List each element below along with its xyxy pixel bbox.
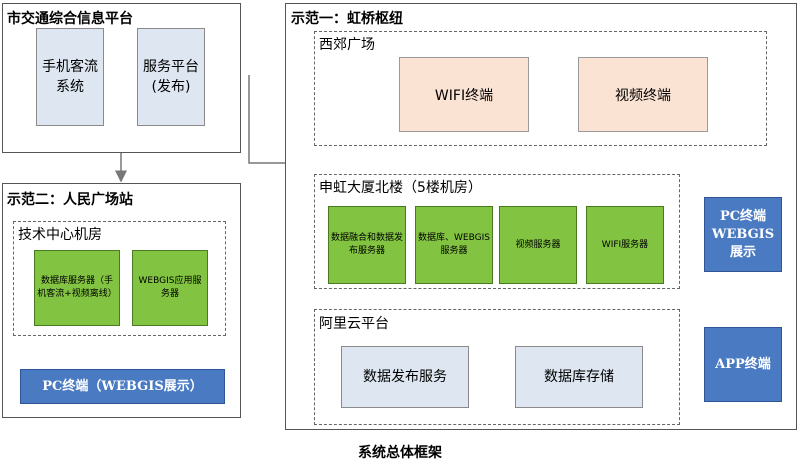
shenhong-building-title: 申虹大厦北楼（5楼机房） xyxy=(319,180,482,196)
mobile-passenger-flow-box: 手机客流系统 xyxy=(36,28,104,126)
aliyun-cloud-group: 阿里云平台 数据发布服务 数据库存储 xyxy=(314,309,680,425)
tech-center-room: 技术中心机房 数据库服务器（手机客流+视频离线） WEBGIS应用服务器 xyxy=(13,221,226,336)
demo1-pc-terminal: PC终端WEBGIS展示 xyxy=(704,197,782,272)
database-storage-box: 数据库存储 xyxy=(515,346,643,408)
shenhong-building-group: 申虹大厦北楼（5楼机房） 数据融合和数据发布服务器 数据库、WEBGIS服务器 … xyxy=(314,174,680,289)
demo1-title: 示范一：虹桥枢纽 xyxy=(291,11,403,27)
tech-center-room-title: 技术中心机房 xyxy=(18,227,102,243)
database-webgis-server-box: 数据库、WEBGIS服务器 xyxy=(415,206,493,284)
west-plaza-title: 西郊广场 xyxy=(319,37,375,53)
city-platform-panel: 市交通综合信息平台 手机客流系统 服务平台(发布) xyxy=(2,3,241,153)
wifi-server-box: WIFI服务器 xyxy=(586,206,664,284)
west-plaza-group: 西郊广场 WIFI终端 视频终端 xyxy=(314,31,767,146)
database-server-box: 数据库服务器（手机客流+视频离线） xyxy=(34,250,120,326)
diagram-caption: 系统总体框架 xyxy=(358,445,442,461)
video-terminal-box: 视频终端 xyxy=(578,57,708,132)
data-fusion-server-box: 数据融合和数据发布服务器 xyxy=(328,206,406,284)
service-platform-box: 服务平台(发布) xyxy=(137,28,205,126)
demo2-panel: 示范二：人民广场站 技术中心机房 数据库服务器（手机客流+视频离线） WEBGI… xyxy=(2,183,241,418)
demo2-title: 示范二：人民广场站 xyxy=(7,192,133,208)
demo2-pc-terminal: PC终端（WEBGIS展示） xyxy=(20,369,225,404)
webgis-app-server-box: WEBGIS应用服务器 xyxy=(132,250,208,326)
data-publish-service-box: 数据发布服务 xyxy=(341,346,469,408)
video-server-box: 视频服务器 xyxy=(499,206,577,284)
aliyun-cloud-title: 阿里云平台 xyxy=(319,316,389,332)
wifi-terminal-box: WIFI终端 xyxy=(399,57,529,132)
demo1-panel: 示范一：虹桥枢纽 西郊广场 WIFI终端 视频终端 申虹大厦北楼（5楼机房） 数… xyxy=(285,3,797,430)
city-platform-title: 市交通综合信息平台 xyxy=(7,11,133,27)
app-terminal: APP终端 xyxy=(704,327,782,402)
